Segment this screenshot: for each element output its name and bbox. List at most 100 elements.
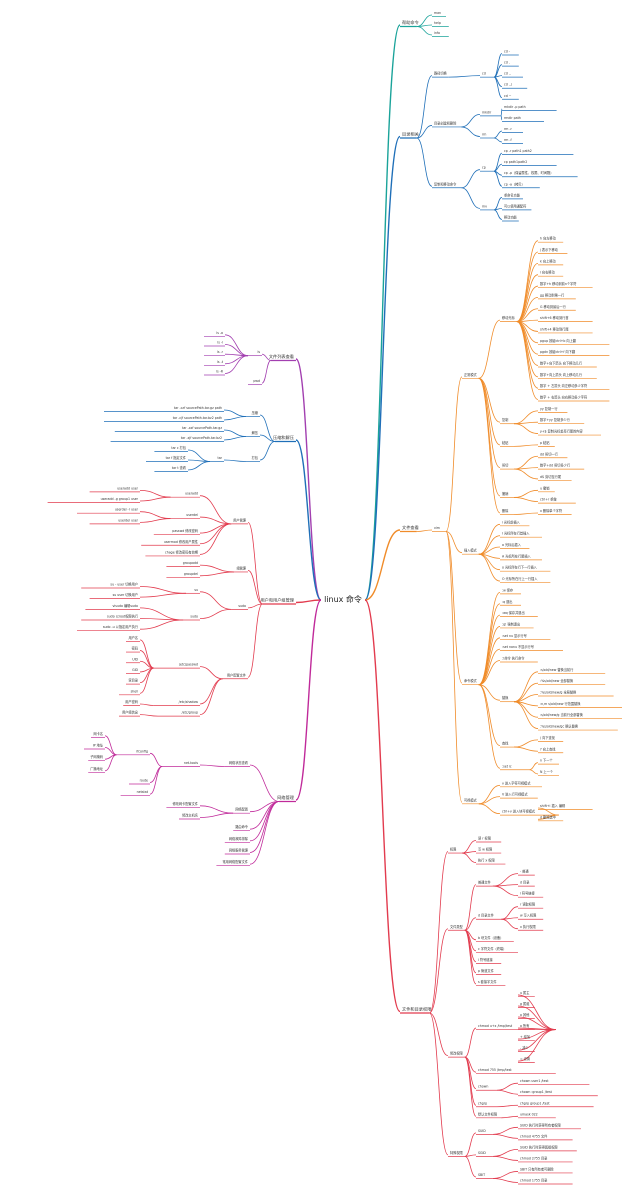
sub-topic[interactable]: :n,m s/old/new 行范围替换 [538,701,622,708]
sub-topic[interactable]: :set ic [500,764,530,771]
sub-topic[interactable]: 密码 [126,646,140,653]
sub-topic[interactable]: visudo 编辑sudo [85,603,140,610]
sub-topic[interactable]: :s/old/new 替换当前行 [538,667,606,674]
sub-topic[interactable]: ls -a [204,331,225,337]
sub-topic[interactable]: :wq 保存并退出 [500,610,538,617]
sub-topic[interactable]: 默认文件权限 [476,1111,502,1119]
sub-topic[interactable]: 命令模式 [462,678,479,686]
main-topic[interactable]: 文件列表查看 [269,353,296,362]
sub-topic[interactable]: x 删除单个字符 [538,508,572,515]
sub-topic[interactable]: g 属组 [518,1001,535,1008]
sub-topic[interactable]: shift+4 移动到行尾 [538,326,593,334]
sub-topic[interactable]: :%s/old/new/gc 确认替换 [538,724,618,731]
sub-topic[interactable]: c 字符文件（终端） [476,946,518,953]
sub-topic[interactable]: a 所有 [518,1023,535,1030]
sub-topic[interactable]: 家目录 [126,678,140,685]
sub-topic[interactable]: 网络服务管理 [224,848,250,855]
sub-topic[interactable]: tar f 指定文件 [146,455,188,462]
sub-topic[interactable]: ls -t [204,360,225,366]
sub-topic[interactable]: l 符号链接 [518,891,544,898]
sub-topic[interactable]: - 普通 [518,869,535,876]
sub-topic[interactable]: u 属主 [518,990,535,997]
sub-topic[interactable]: 广播地址 [88,766,105,773]
sub-topic[interactable]: cp -r path1 path2 [502,149,574,155]
sub-topic[interactable]: mkdir -p path [502,105,557,111]
sub-topic[interactable]: 网络配置 [233,807,250,814]
sub-topic[interactable]: sudo [231,604,248,610]
sub-topic[interactable]: w 写入权限 [518,913,544,920]
sub-topic[interactable]: - 减少 [518,1045,535,1052]
sub-topic[interactable]: 文件类型 [448,924,465,931]
sub-topic[interactable]: :q 退出 [500,599,521,606]
sub-topic[interactable]: 数字+向上箭头 向上移动几行 [538,372,597,379]
sub-topic[interactable]: chmod 755 /tmp/test [476,1068,556,1075]
sub-topic[interactable]: cd .. [502,72,523,78]
sub-topic[interactable]: 删除 [500,508,514,515]
main-topic[interactable]: 帮助命令 [400,19,420,28]
sub-topic[interactable]: 撤销 [500,491,514,498]
root-topic[interactable]: linux 命令 [324,594,362,604]
sub-topic[interactable]: 重命名功能 [502,192,523,200]
sub-topic[interactable]: 特殊权限 [448,1150,465,1157]
sub-topic[interactable]: useradd user [89,486,140,493]
sub-topic[interactable]: :s/old/new/g 当前行全部替换 [538,712,622,720]
sub-topic[interactable]: :q! 强制退出 [500,621,534,629]
sub-topic[interactable]: /etc/group [158,711,200,717]
sub-topic[interactable]: groupdel [166,572,200,578]
sub-topic[interactable]: :!命令 执行命令 [500,655,538,663]
sub-topic[interactable]: chgrp group1 /test [518,1101,594,1108]
sub-topic[interactable]: man [432,11,446,17]
sub-topic[interactable]: V 进入行可视模式 [500,792,538,799]
sub-topic[interactable]: s 套接字文件 [476,979,506,986]
sub-topic[interactable]: groupadd [166,561,200,567]
sub-topic[interactable]: UID [126,657,140,664]
sub-topic[interactable]: 打包 [246,455,260,462]
sub-topic[interactable]: ls [248,350,262,357]
sub-topic[interactable]: r 读取权限 [518,902,544,909]
sub-topic[interactable]: 写 w 权限 [476,847,502,854]
sub-topic[interactable]: 修改主机名 [179,813,200,820]
sub-topic[interactable]: p 管道文件 [476,968,502,975]
sub-topic[interactable]: d 目录 [518,880,535,887]
sub-topic[interactable]: 插入模式 [462,548,479,555]
sub-topic[interactable]: 用户名 [126,635,140,642]
sub-topic[interactable]: passwd 修改密码 [153,528,200,535]
sub-topic[interactable]: 常用网络配置文件 [216,859,250,867]
sub-topic[interactable]: tar c 打包 [154,445,188,452]
sub-topic[interactable]: + 增加 [518,1034,535,1041]
sub-topic[interactable]: sudo [183,615,200,621]
sub-topic[interactable]: GID [126,668,140,674]
sub-topic[interactable]: SGID [476,1151,493,1157]
sub-topic[interactable]: sudo -u 以指定用户执行 [77,624,140,632]
sub-topic[interactable]: 粘贴 [500,440,514,447]
sub-topic[interactable]: 路由命令 [233,824,250,832]
sub-topic[interactable]: yy 复制一行 [538,406,568,413]
sub-topic[interactable]: su user 切换用户 [89,592,140,600]
sub-topic[interactable]: ? 向上查找 [538,746,564,754]
sub-topic[interactable]: 数字+dd 剪切多少行 [538,463,585,470]
sub-topic[interactable]: cd ~ [502,94,519,100]
sub-topic[interactable]: IP 地址 [84,743,105,750]
sub-topic[interactable]: info [432,31,449,37]
sub-topic[interactable]: cp -a（拷贝） [502,181,540,189]
sub-topic[interactable]: o 光标所在行下一行插入 [500,565,551,572]
sub-topic[interactable]: 网络状态查看 [224,760,250,767]
sub-topic[interactable]: 复制 [500,417,514,425]
sub-topic[interactable]: y+$ 复制光标处至行尾的内容 [538,429,601,436]
sub-topic[interactable]: I 光标所在行首插入 [500,531,542,538]
sub-topic[interactable]: route [129,779,150,785]
sub-topic[interactable]: 替换 [500,695,514,703]
sub-topic[interactable]: o 其他 [518,1012,535,1019]
sub-topic[interactable]: 普通文件 [476,880,493,887]
sub-topic[interactable]: chmod 2755 目录 [518,1155,573,1163]
sub-topic[interactable]: 用户配置文件 [222,672,248,680]
sub-topic[interactable]: l 符号链接 [476,957,502,964]
sub-topic[interactable]: 压缩 [246,410,260,417]
sub-topic[interactable]: 用户密码 [123,699,140,706]
sub-topic[interactable]: N 上一个 [538,769,559,776]
sub-topic[interactable]: ls -R [204,370,225,376]
sub-topic[interactable]: net-tools [162,761,200,767]
sub-topic[interactable]: cp [480,166,494,172]
sub-topic[interactable]: 数字+向下箭头 向下移动几行 [538,360,597,368]
sub-topic[interactable]: ctrl+v 进入块可视模式 [500,809,559,816]
